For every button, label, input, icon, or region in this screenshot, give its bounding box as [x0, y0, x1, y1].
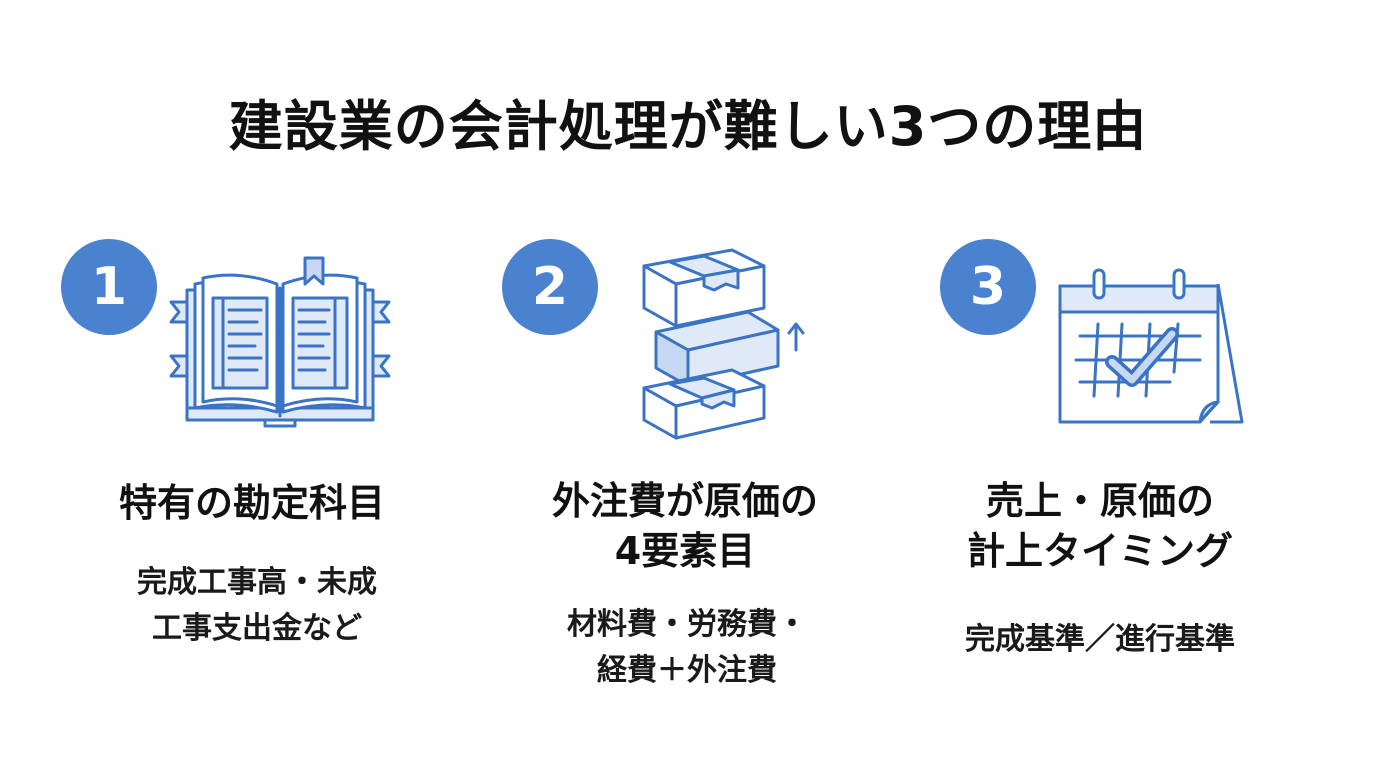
calendar-check-icon — [1050, 262, 1260, 432]
ledger-book-icon — [165, 250, 395, 436]
reason-heading-3: 売上・原価の 計上タイミング — [890, 476, 1310, 576]
number-badge-1: 1 — [61, 239, 157, 335]
reason-detail-3: 完成基準／進行基準 — [890, 617, 1310, 663]
reason-detail-2-line-2: 経費＋外注費 — [597, 653, 777, 688]
page-title: 建設業の会計処理が難しい3つの理由 — [228, 95, 1148, 158]
stacked-boxes-icon — [630, 240, 820, 440]
reason-heading-2-line-1: 外注費が原価の — [551, 479, 818, 523]
reason-heading-1: 特有の勘定科目 — [42, 478, 462, 528]
reason-detail-1-line-1: 完成工事高・未成 — [137, 565, 377, 600]
number-badge-2: 2 — [502, 239, 598, 335]
number-badge-3: 3 — [940, 239, 1036, 335]
reason-detail-2: 材料費・労務費・ 経費＋外注費 — [477, 602, 897, 694]
reason-heading-2: 外注費が原価の 4要素目 — [475, 476, 895, 576]
reason-detail-1: 完成工事高・未成 工事支出金など — [47, 560, 467, 652]
reason-heading-3-line-1: 売上・原価の — [985, 479, 1214, 523]
reason-detail-3-line-1: 完成基準／進行基準 — [965, 622, 1235, 657]
reason-detail-1-line-2: 工事支出金など — [152, 611, 362, 646]
reason-card-1: 1 — [50, 0, 470, 768]
reason-heading-2-line-2: 4要素目 — [614, 529, 756, 573]
reason-heading-3-line-2: 計上タイミング — [966, 529, 1233, 573]
reason-card-2: 2 外注費が原価の 4要素目 材料費・労務費・ 経費 — [480, 0, 900, 768]
reason-card-3: 3 売上・原価の 計上タイミング — [900, 0, 1320, 768]
reason-heading-1-line-1: 特有の勘定科目 — [118, 481, 385, 525]
reason-detail-2-line-1: 材料費・労務費・ — [567, 607, 807, 642]
